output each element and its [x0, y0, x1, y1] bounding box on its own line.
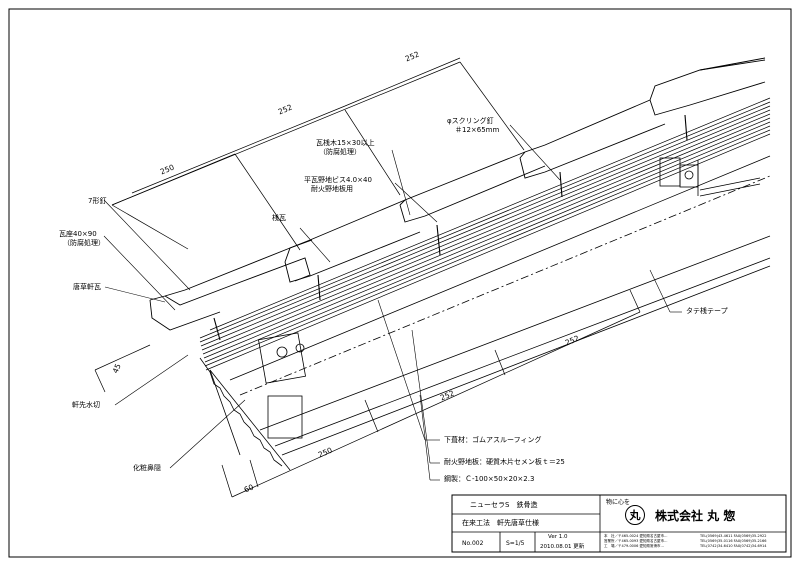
label-nail: 7形釘: [88, 197, 107, 205]
address-line: 工 場／〒479-0006 愛知県常滑市…: [604, 544, 664, 548]
phone-line: TEL(0569)35-0116 FAX(0569)35-2166: [700, 539, 767, 543]
label-screw-line2: 耐火野地板用: [311, 185, 353, 193]
phone-line: TEL(0742)34-6410 FAX(0742)34-6914: [700, 544, 767, 548]
label-batten-line2: （防腐処理）: [319, 148, 361, 156]
label-underlay: 下葺材：ゴムアスルーフィング: [444, 436, 542, 444]
label-deck: 耐火野地板：硬質木片セメン板ｔ＝25: [444, 458, 565, 466]
address-line: 本 社／〒465-0024 愛知県名古屋市…: [604, 534, 668, 538]
company-tagline: 物に心を: [606, 498, 631, 506]
label-ring-nail-line2: ＃12×65mm: [455, 126, 500, 134]
label-batten-line1: 瓦桟木15×30以上: [316, 139, 375, 147]
title-date: 2010.08.01 更新: [540, 544, 585, 550]
address-line: 営業所／〒465-0093 愛知県名古屋市…: [604, 539, 668, 543]
roof-deck-layers: [199, 97, 771, 371]
title-version: Ver 1.0: [548, 534, 568, 540]
label-batten-seat: 瓦座40×90 （防腐処理）: [59, 230, 105, 248]
label-eave-drip: 軒先水切: [72, 401, 100, 409]
company-phones: TEL(0569)43-4611 FAX(0569)35-2922 TEL(05…: [700, 534, 784, 549]
label-tape: タテ桟テープ: [686, 307, 728, 315]
title-scale: S=1/5: [506, 539, 525, 547]
label-screw-line1: 平瓦野地ビス4.0×40: [304, 176, 372, 184]
bottom-dimension-lines: [94, 289, 641, 498]
company-logo: 丸: [625, 505, 645, 525]
company-name: 株式会社 丸 惣: [655, 508, 736, 523]
label-ring-nail: φスクリング釘 ＃12×65mm: [447, 117, 499, 135]
company-logo-char: 丸: [629, 509, 641, 522]
leader-lines: [103, 124, 682, 481]
label-steel: 鋼製：Ｃ-100×50×20×2.3: [444, 475, 535, 483]
title-number: No.002: [462, 539, 484, 547]
label-tile: 桟瓦: [272, 214, 286, 222]
title-method: 在来工法 軒先唐草仕様: [462, 519, 539, 527]
label-eave-tile: 唐草軒瓦: [73, 283, 101, 291]
label-ring-nail-line1: φスクリング釘: [447, 117, 494, 125]
rafter-steel: [209, 155, 771, 471]
phone-line: TEL(0569)43-4611 FAX(0569)35-2922: [700, 534, 767, 538]
title-block-lines: [451, 494, 787, 553]
top-dimension-lines: [111, 57, 525, 251]
fascia-board: [199, 332, 306, 467]
label-batten: 瓦桟木15×30以上 （防腐処理）: [316, 139, 375, 157]
roof-tiles: [149, 57, 766, 331]
label-fascia: 化粧鼻隠: [133, 464, 161, 472]
title-product: ニューセラS 鉄骨造: [470, 500, 538, 509]
label-batten-seat-line2: （防腐処理）: [63, 239, 105, 247]
right-brackets: [659, 157, 761, 197]
nails: [213, 114, 688, 341]
company-addresses: 本 社／〒465-0024 愛知県名古屋市… 営業所／〒465-0093 愛知県…: [604, 534, 686, 549]
label-screw: 平瓦野地ビス4.0×40 耐火野地板用: [304, 176, 372, 194]
label-batten-seat-line1: 瓦座40×90: [59, 230, 97, 238]
